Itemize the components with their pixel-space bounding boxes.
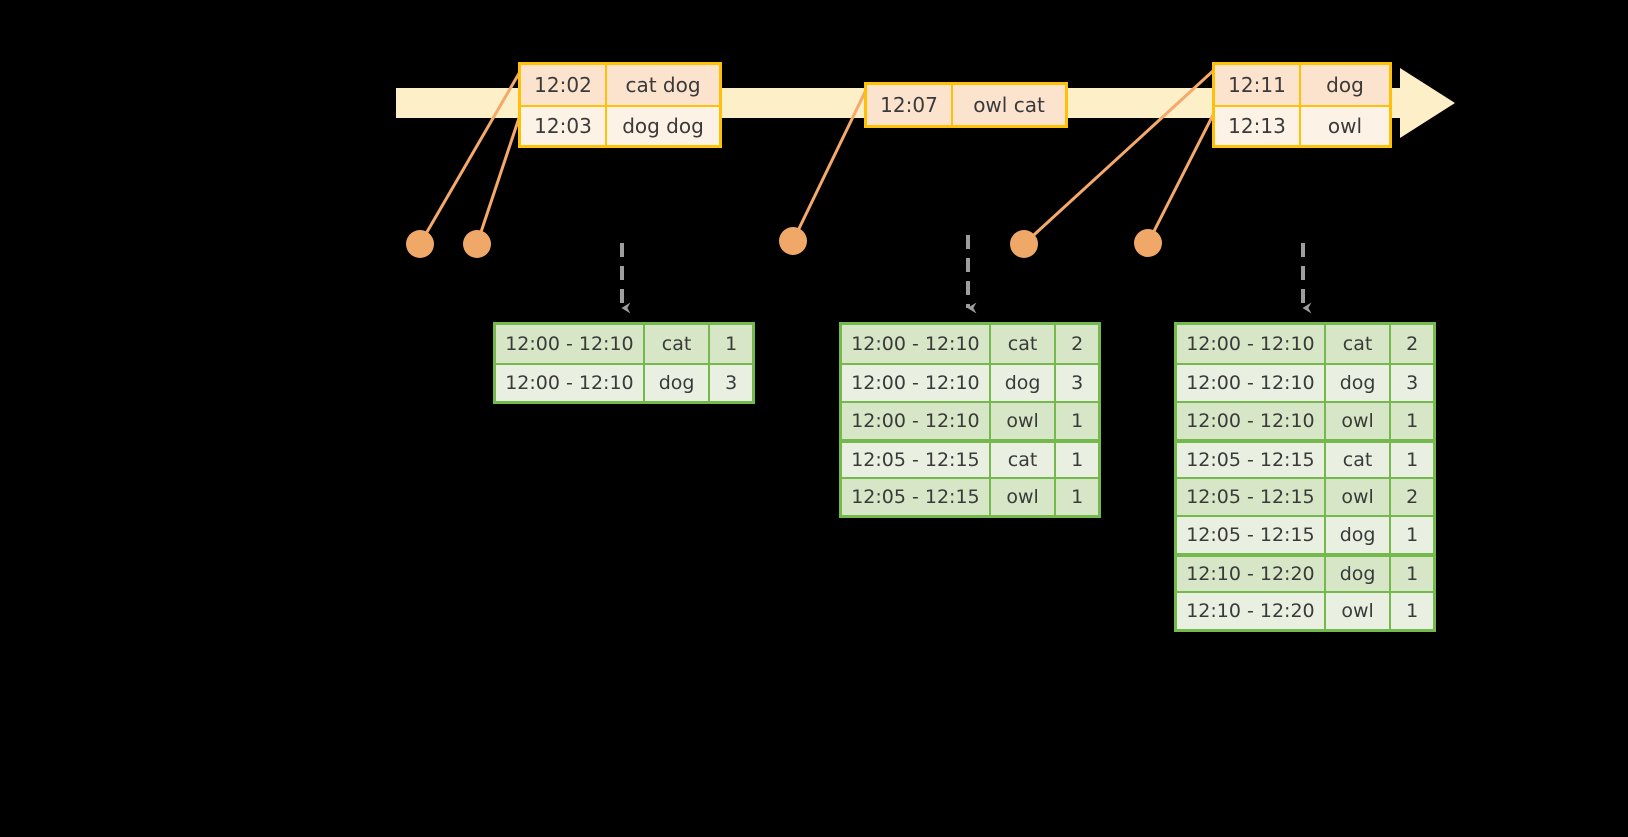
window-cell: 12:00 - 12:10 (496, 365, 645, 401)
event-dot-1207 (779, 227, 807, 255)
event-group-2[interactable]: 12:07 owl cat (864, 82, 1068, 128)
event-timestamp: 12:11 (1215, 65, 1301, 105)
window-cell: 12:00 - 12:10 (842, 325, 991, 363)
window-cell: 12:00 - 12:10 (1177, 365, 1326, 401)
event-dot-1203 (463, 230, 491, 258)
count-cell: 1 (1071, 449, 1084, 471)
word-cell: cat (991, 325, 1057, 363)
count-cell: 1 (725, 333, 738, 355)
event-dot-1213 (1134, 229, 1162, 257)
window-cell: 12:00 - 12:10 (496, 325, 645, 363)
event-words: cat dog (625, 73, 701, 97)
count-cell: 3 (1071, 372, 1084, 394)
window-cell: 12:00 - 12:10 (1177, 403, 1326, 439)
count-cell: 1 (1406, 524, 1419, 546)
word-cell: owl (1326, 479, 1392, 515)
count-cell: 1 (1071, 410, 1084, 432)
window-cell: 12:05 - 12:15 (1177, 479, 1326, 515)
word-cell: cat (991, 443, 1057, 477)
event-words: dog (1326, 73, 1364, 97)
event-words: owl cat (973, 93, 1045, 117)
word-cell: owl (991, 479, 1057, 515)
trigger-arrows (620, 235, 1312, 314)
connector-1207 (791, 88, 868, 243)
count-cell: 1 (1406, 600, 1419, 622)
window-cell: 12:10 - 12:20 (1177, 593, 1326, 629)
event-words: dog dog (622, 114, 704, 138)
event-timestamp: 12:03 (521, 107, 607, 145)
event-group-1[interactable]: 12:02 cat dog 12:03 dog dog (518, 62, 722, 148)
window-cell: 12:05 - 12:15 (1177, 443, 1326, 477)
count-cell: 3 (725, 372, 738, 394)
event-dot-1211 (1010, 230, 1038, 258)
count-cell: 1 (1406, 410, 1419, 432)
window-cell: 12:10 - 12:20 (1177, 557, 1326, 591)
connector-1202 (418, 68, 523, 246)
count-cell: 3 (1406, 372, 1419, 394)
event-row[interactable]: 12:13 owl (1215, 105, 1389, 145)
connector-1213 (1146, 111, 1216, 245)
count-cell: 1 (1406, 449, 1419, 471)
event-row[interactable]: 12:02 cat dog (521, 65, 719, 105)
word-cell: cat (1326, 443, 1392, 477)
event-words: owl (1327, 114, 1363, 138)
word-cell: cat (645, 325, 711, 363)
event-timestamp: 12:07 (867, 85, 953, 125)
event-row[interactable]: 12:07 owl cat (867, 85, 1065, 125)
count-cell: 2 (1071, 333, 1084, 355)
word-cell: dog (645, 365, 711, 401)
event-dot-1202 (406, 230, 434, 258)
event-group-3[interactable]: 12:11 dog 12:13 owl (1212, 62, 1392, 148)
word-cell: dog (1326, 517, 1392, 553)
window-cell: 12:05 - 12:15 (1177, 517, 1326, 553)
window-cell: 12:05 - 12:15 (842, 443, 991, 477)
word-cell: owl (1326, 403, 1392, 439)
word-cell: dog (1326, 557, 1392, 591)
word-cell: owl (991, 403, 1057, 439)
count-cell: 1 (1406, 563, 1419, 585)
word-cell: dog (1326, 365, 1392, 401)
event-row[interactable]: 12:03 dog dog (521, 105, 719, 145)
window-cell: 12:00 - 12:10 (842, 365, 991, 401)
window-cell: 12:05 - 12:15 (842, 479, 991, 515)
window-cell: 12:00 - 12:10 (842, 403, 991, 439)
count-cell: 1 (1071, 486, 1084, 508)
word-cell: owl (1326, 593, 1392, 629)
event-timestamp: 12:02 (521, 65, 607, 105)
event-row[interactable]: 12:11 dog (1215, 65, 1389, 105)
word-cell: cat (1326, 325, 1392, 363)
count-cell: 2 (1406, 486, 1419, 508)
word-cell: dog (991, 365, 1057, 401)
event-dots (406, 227, 1162, 258)
connector-1203 (475, 110, 523, 246)
window-cell: 12:00 - 12:10 (1177, 325, 1326, 363)
count-cell: 2 (1406, 333, 1419, 355)
event-timestamp: 12:13 (1215, 107, 1301, 145)
